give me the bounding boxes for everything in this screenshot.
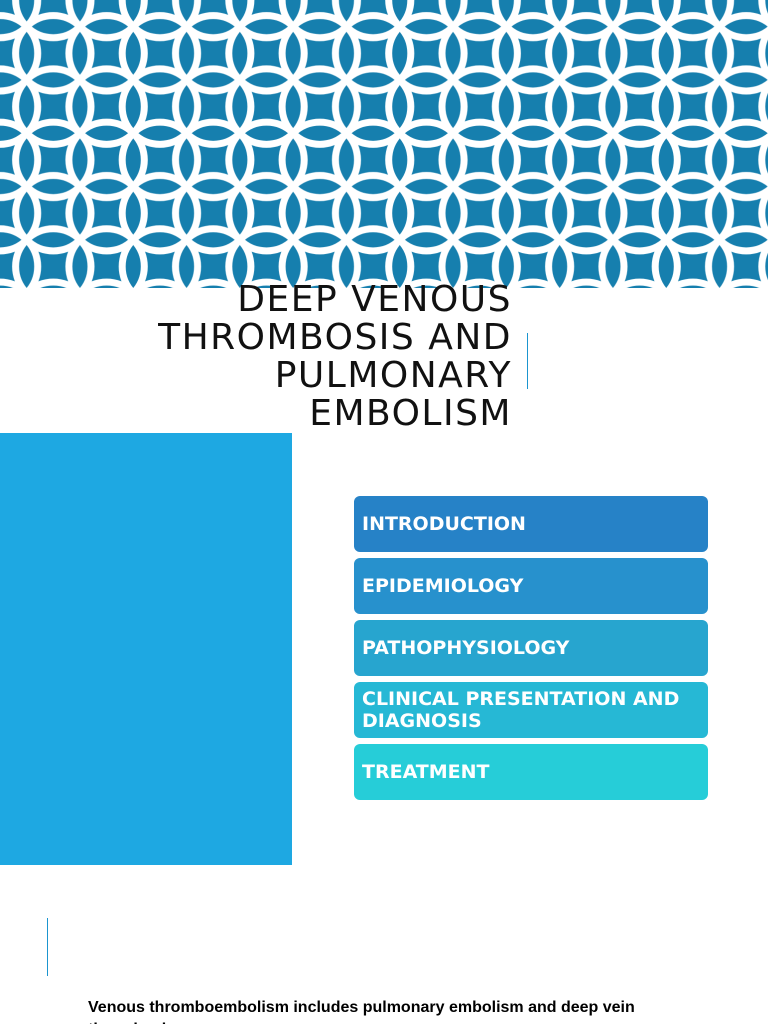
agenda-item-epidemiology: EPIDEMIOLOGY (354, 558, 708, 614)
title-line: PULMONARY (274, 355, 512, 396)
interlocking-circles-pattern (0, 0, 768, 288)
agenda-item-label: CLINICAL PRESENTATION AND DIAGNOSIS (362, 688, 680, 732)
agenda-item-clinical-presentation: CLINICAL PRESENTATION AND DIAGNOSIS (354, 682, 708, 738)
agenda-item-label: EPIDEMIOLOGY (362, 575, 524, 597)
agenda-list: INTRODUCTION EPIDEMIOLOGY PATHOPHYSIOLOG… (354, 496, 708, 806)
agenda-item-treatment: TREATMENT (354, 744, 708, 800)
slide-title: DEEP VENOUS THROMBOSIS AND PULMONARY EMB… (60, 281, 512, 433)
body-text: Venous thromboembolism includes pulmonar… (88, 999, 635, 1024)
agenda-item-pathophysiology: PATHOPHYSIOLOGY (354, 620, 708, 676)
pattern-svg (0, 0, 768, 288)
title-line: THROMBOSIS AND (158, 317, 512, 358)
pattern-fill (0, 0, 768, 288)
title-line: DEEP VENOUS (237, 279, 512, 320)
agenda-item-label: INTRODUCTION (362, 513, 526, 535)
agenda-item-label: PATHOPHYSIOLOGY (362, 637, 570, 659)
agenda-item-introduction: INTRODUCTION (354, 496, 708, 552)
title-line: EMBOLISM (309, 393, 512, 434)
blue-side-panel (0, 433, 292, 865)
bottom-accent-line (47, 918, 48, 976)
agenda-item-label: TREATMENT (362, 761, 490, 783)
title-accent-line (527, 333, 528, 389)
